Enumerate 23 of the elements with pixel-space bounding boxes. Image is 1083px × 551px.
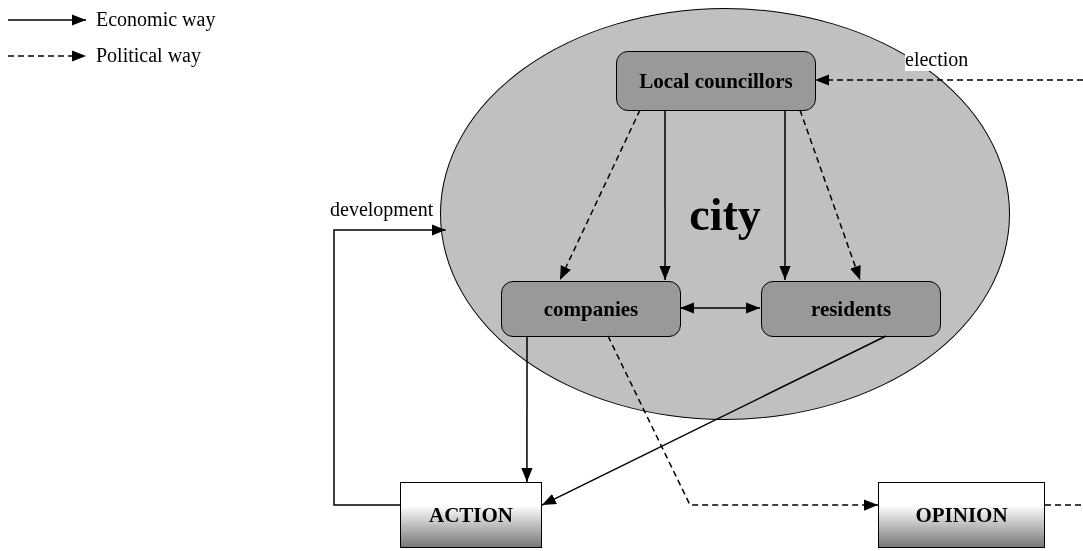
arrow bbox=[607, 335, 879, 511]
arrow bbox=[541, 335, 887, 506]
node-label: OPINION bbox=[915, 502, 1008, 528]
arrow bbox=[659, 109, 671, 281]
area-label: city bbox=[689, 187, 761, 241]
legend-label: Economic way bbox=[96, 8, 216, 31]
process-box bbox=[501, 281, 681, 337]
process-box bbox=[761, 281, 941, 337]
node-label: ACTION bbox=[429, 502, 513, 528]
arrow bbox=[679, 302, 761, 314]
arrow bbox=[333, 224, 447, 506]
arrow bbox=[559, 109, 641, 281]
arrow bbox=[814, 74, 1083, 86]
outcome-box bbox=[878, 482, 1045, 548]
arrow bbox=[799, 109, 861, 281]
process-box bbox=[616, 51, 816, 111]
node-label: Local councillors bbox=[639, 68, 793, 94]
node-label: residents bbox=[810, 296, 892, 322]
arrow bbox=[779, 109, 791, 281]
legend-label: Political way bbox=[96, 44, 201, 67]
arrow bbox=[521, 335, 533, 483]
node-label: companies bbox=[543, 296, 639, 322]
outcome-box bbox=[400, 482, 542, 548]
